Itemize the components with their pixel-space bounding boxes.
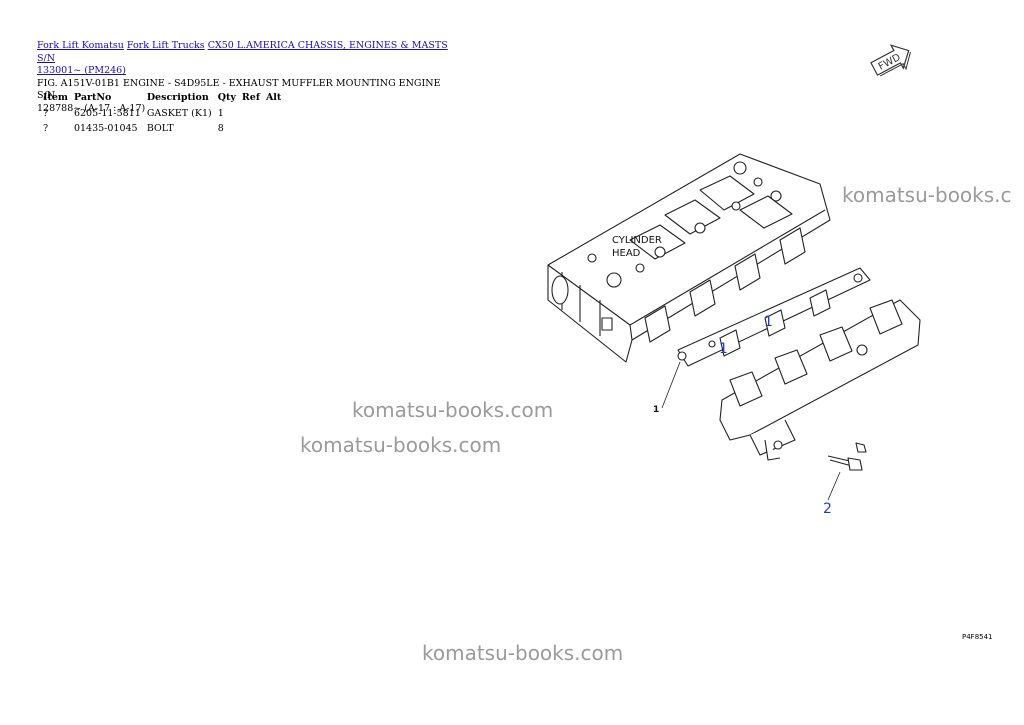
watermark: komatsu-books.c	[842, 183, 1012, 207]
cell-description: BOLT	[146, 123, 174, 134]
callout-blue-gasket-left: 1	[719, 341, 728, 357]
fwd-label: FWD	[877, 52, 903, 73]
exhaust-manifold-diagram: CYLINDER HEAD 1 2 1 1	[547, 153, 921, 517]
col-header-partno: PartNo	[73, 92, 112, 103]
bolt-drawing	[827, 442, 867, 471]
col-header-qty: Qty	[217, 92, 236, 103]
cell-item: ?	[43, 108, 49, 119]
col-header-item: Item	[43, 92, 68, 103]
watermark: komatsu-books.com	[422, 641, 624, 665]
col-header-alt: Alt	[265, 92, 282, 103]
page-header: Fork Lift Komatsu Fork Lift Trucks CX50 …	[37, 40, 457, 115]
cell-qty: 1	[217, 108, 224, 119]
cylinder-head-drawing	[547, 153, 831, 363]
cell-ref	[239, 121, 263, 136]
figure-title-line1: FIG. A151V-01B1 ENGINE - S4D95LE - EXHAU…	[37, 77, 441, 102]
exhaust-manifold-drawing	[719, 299, 921, 461]
cylinder-label-line1: CYLINDER	[612, 235, 662, 246]
table-header-row: Item PartNo Description Qty Ref Alt	[37, 91, 284, 106]
gasket-drawing	[677, 267, 871, 367]
cell-partno: 6205-11-5811	[73, 108, 141, 119]
watermark: komatsu-books.com	[352, 398, 554, 422]
parts-table: Item PartNo Description Qty Ref Alt ? 62…	[37, 91, 284, 136]
callout-bolt: 2	[823, 501, 832, 517]
breadcrumb: Fork Lift Komatsu Fork Lift Trucks CX50 …	[37, 40, 457, 78]
breadcrumb-link-model[interactable]: CX50 L.AMERICA CHASSIS, ENGINES & MASTS …	[37, 40, 448, 64]
table-row: ? 6205-11-5811 GASKET (K1) 1	[37, 106, 284, 121]
callout-blue-gasket-right: 1	[764, 314, 773, 330]
cell-partno: 01435-01045	[73, 123, 138, 134]
breadcrumb-link-forklift-trucks[interactable]: Fork Lift Trucks	[126, 40, 205, 51]
figure-title: FIG. A151V-01B1 ENGINE - S4D95LE - EXHAU…	[37, 78, 457, 116]
col-header-description: Description	[146, 92, 209, 103]
col-header-ref: Ref	[241, 92, 260, 103]
callout-gasket: 1	[653, 405, 659, 415]
cell-qty: 8	[217, 123, 224, 134]
fwd-arrow-icon: FWD	[870, 44, 911, 77]
cell-alt	[263, 106, 284, 121]
cell-item: ?	[43, 123, 49, 134]
figure-title-line2: 128788~ (A-17 : A-17)	[37, 102, 146, 114]
cell-alt	[263, 121, 284, 136]
cell-description: GASKET (K1)	[146, 108, 212, 119]
cell-ref	[239, 106, 263, 121]
table-row: ? 01435-01045 BOLT 8	[37, 121, 284, 136]
drawing-ref-code: P4F8541	[962, 633, 993, 641]
breadcrumb-link-serial[interactable]: 133001~ (PM246)	[37, 65, 126, 76]
watermark: komatsu-books.com	[300, 433, 502, 457]
breadcrumb-link-forklift-komatsu[interactable]: Fork Lift Komatsu	[37, 40, 124, 51]
cylinder-label-line2: HEAD	[612, 248, 641, 259]
